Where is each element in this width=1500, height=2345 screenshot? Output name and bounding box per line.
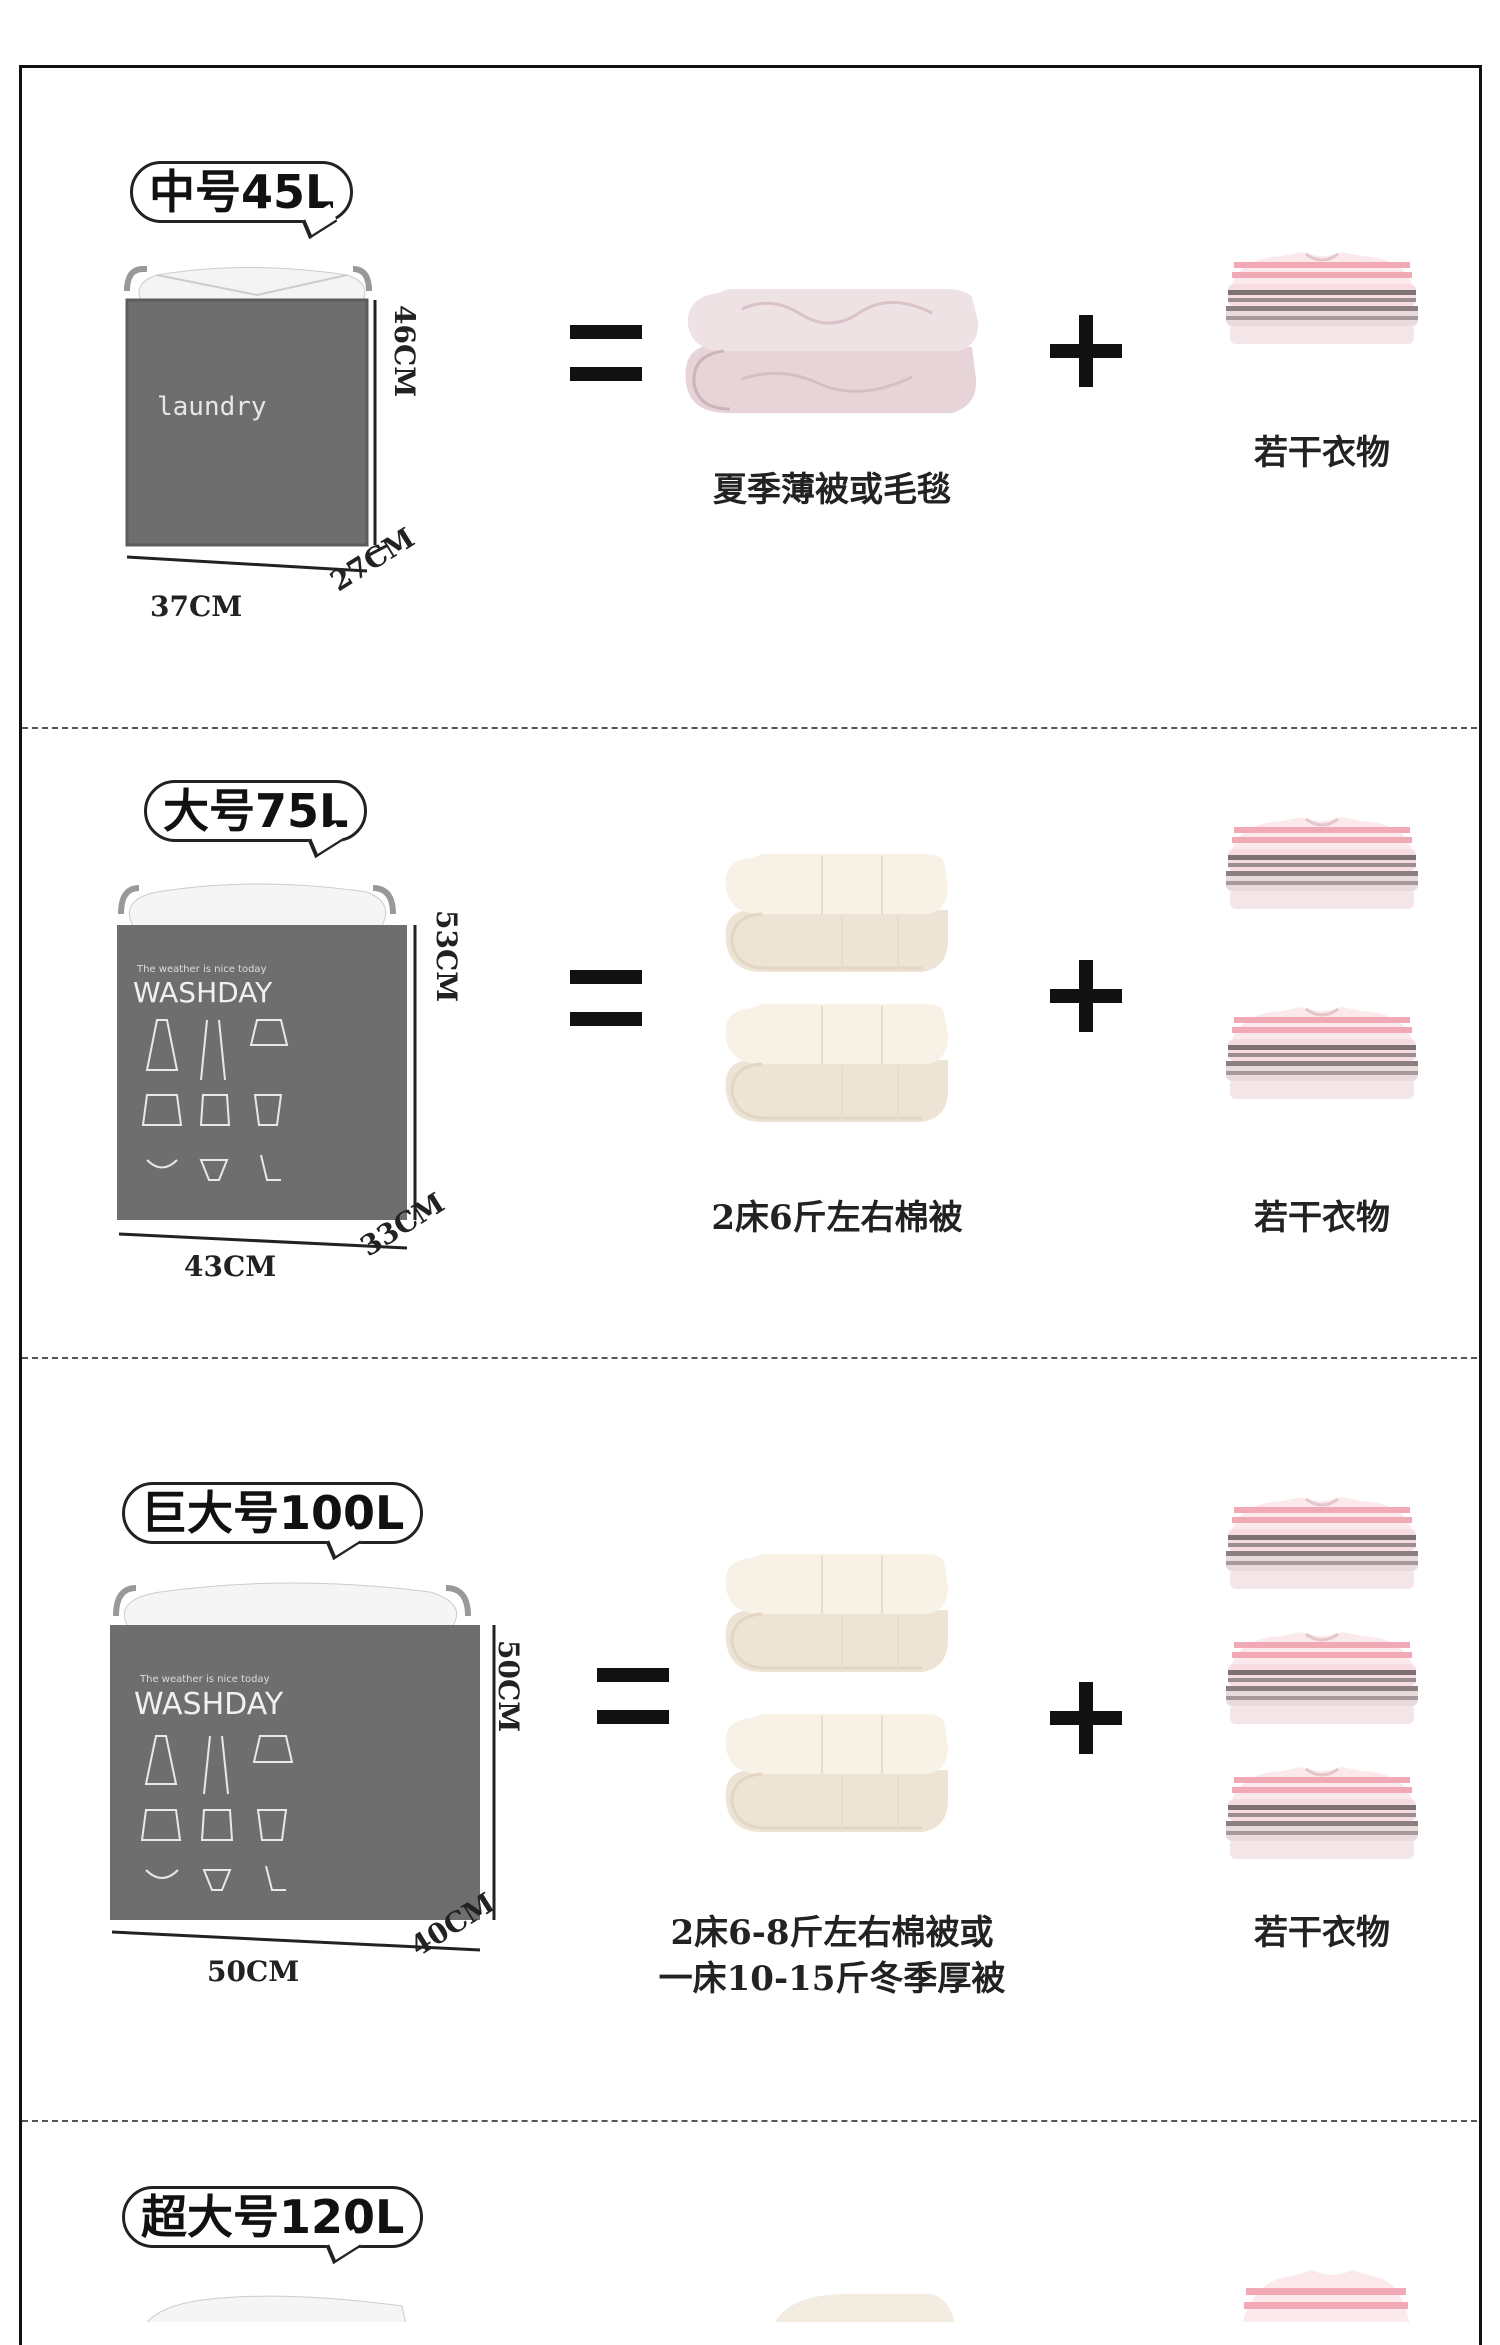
size-section-extra-large: 巨大号100L The weather is nice today WASHDA… <box>22 1420 1477 2110</box>
size-label: 大号75L <box>163 784 349 838</box>
bedding-caption: 2床6斤左右棉被 <box>711 1198 963 1238</box>
storage-bag-image: laundry <box>124 266 387 573</box>
bag-print-text: WASHDAY <box>133 976 273 1009</box>
size-label-bubble: 大号75L <box>144 780 368 859</box>
bag-tagline-text: The weather is nice today <box>139 1674 270 1685</box>
clothes-caption: 若干衣物 <box>1254 433 1390 473</box>
bedding-caption-line1: 2床6-8斤左右棉被或 <box>670 1913 994 1953</box>
size-label-bubble: 巨大号100L <box>122 1482 424 1561</box>
cotton-quilt-image <box>724 1552 950 1674</box>
section-divider <box>22 727 1477 729</box>
plus-sign <box>1050 1682 1122 1754</box>
equals-sign <box>597 1668 669 1724</box>
width-dimension: 50CM <box>207 1955 300 1988</box>
width-dimension: 43CM <box>184 1250 277 1283</box>
cotton-quilt-image <box>724 1712 950 1834</box>
size-label-bubble: 中号45L <box>130 161 354 240</box>
height-dimension: 46CM <box>388 305 421 398</box>
clothes-stack-image <box>1224 1765 1420 1861</box>
size-label: 巨大号100L <box>141 1486 405 1540</box>
size-section-large: 大号75L The weather is nice today WASHDAY … <box>22 760 1477 1350</box>
size-section-medium: 中号45L laundry 46CM 37CM 27CM 夏季薄被或毛毯 若干衣… <box>22 95 1477 725</box>
size-label: 中号45L <box>149 165 335 219</box>
section-divider <box>22 2120 1477 2122</box>
equals-sign <box>570 970 642 1026</box>
bag-tagline-text: The weather is nice today <box>136 964 267 975</box>
storage-bag-image: The weather is nice today WASHDAY <box>117 883 417 1250</box>
size-section-super-large: 超大号120L <box>22 2150 1477 2322</box>
height-dimension: 53CM <box>430 910 463 1003</box>
clothes-stack-image <box>1224 250 1420 346</box>
height-dimension: 50CM <box>492 1640 525 1733</box>
clothes-caption: 若干衣物 <box>1254 1198 1390 1238</box>
section-divider <box>22 1357 1477 1359</box>
clothes-stack-image <box>1224 1495 1420 1591</box>
storage-bag-image: The weather is nice today WASHDAY <box>110 1582 496 1952</box>
clothes-stack-image <box>1224 1630 1420 1726</box>
plus-sign <box>1050 960 1122 1032</box>
plus-sign <box>1050 315 1122 387</box>
storage-bag-image <box>147 2295 407 2322</box>
bag-print-text: WASHDAY <box>134 1687 284 1722</box>
cotton-quilt-image <box>724 1002 950 1124</box>
clothes-stack-image <box>1243 2270 1410 2322</box>
size-label: 超大号120L <box>141 2190 405 2244</box>
clothes-stack-image <box>1224 815 1420 911</box>
bedding-caption: 2床6-8斤左右棉被或 一床10-15斤冬季厚被 <box>642 1910 1022 2002</box>
bedding-caption: 夏季薄被或毛毯 <box>713 470 951 510</box>
clothes-stack-image <box>1224 1005 1420 1101</box>
size-label-bubble: 超大号120L <box>122 2186 424 2265</box>
cotton-quilt-image <box>775 2294 955 2322</box>
clothes-caption: 若干衣物 <box>1254 1913 1390 1953</box>
summer-blanket-image <box>685 289 979 413</box>
content-frame <box>19 65 1482 2345</box>
bag-print-text: laundry <box>157 392 267 422</box>
bedding-caption-line2: 一床10-15斤冬季厚被 <box>658 1959 1006 1999</box>
width-dimension: 37CM <box>150 590 243 623</box>
equals-sign <box>570 325 642 381</box>
cotton-quilt-image <box>724 852 950 974</box>
